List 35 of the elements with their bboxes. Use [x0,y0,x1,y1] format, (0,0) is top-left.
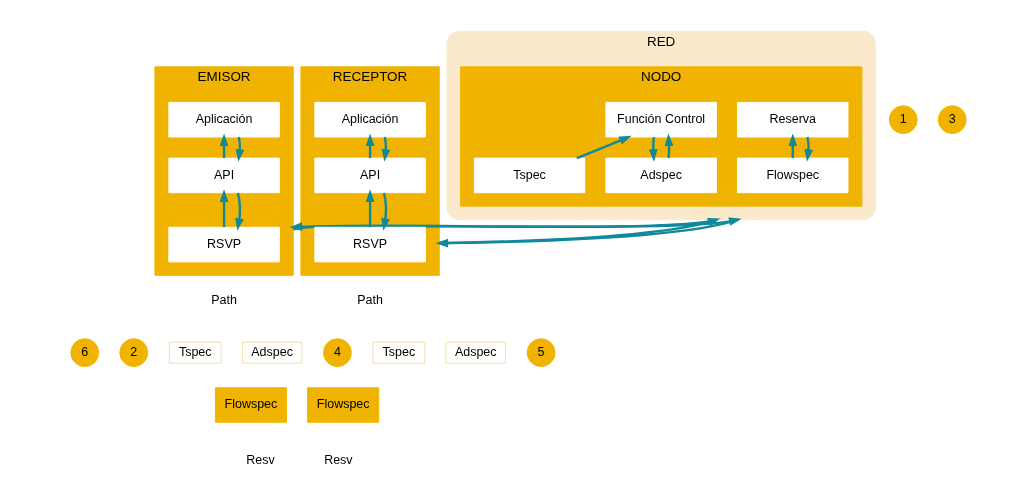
node-box: Adspec [604,157,717,194]
arrow [438,217,720,245]
node-box: Tspec [473,157,585,194]
label: Path [210,292,237,307]
node-box: Función Control [604,101,717,138]
node-box: RSVP [167,226,280,263]
arrow [380,192,390,231]
node-box: Flowspec [214,387,287,423]
arrow [365,189,374,228]
node-box: Aplicación [313,101,426,138]
arrow [575,135,632,160]
node-circle: 2 [118,338,148,368]
node-circle: 6 [69,338,99,368]
label: Path [356,292,383,307]
node-circle: 3 [937,105,967,135]
arrow [648,136,658,162]
node-box: Reserva [736,101,848,138]
label: Resv [245,452,275,467]
node-box: Aplicación [167,101,280,138]
arrow [234,192,244,231]
node-circle: 5 [526,338,555,368]
node-box: RSVP [313,226,426,263]
node-box: Flowspec [736,157,848,194]
node-box: Tspec [371,341,425,364]
node-box: Adspec [445,341,506,364]
node-circle: 4 [322,338,352,368]
arrow [219,189,228,228]
label: Resv [323,452,353,467]
node-box: API [313,157,426,194]
node-circle: 1 [888,105,918,135]
node-box: Adspec [241,341,302,364]
node-box: API [167,157,280,194]
node-box: Flowspec [306,387,379,423]
arrow [803,136,813,162]
node-box: Tspec [168,341,222,364]
